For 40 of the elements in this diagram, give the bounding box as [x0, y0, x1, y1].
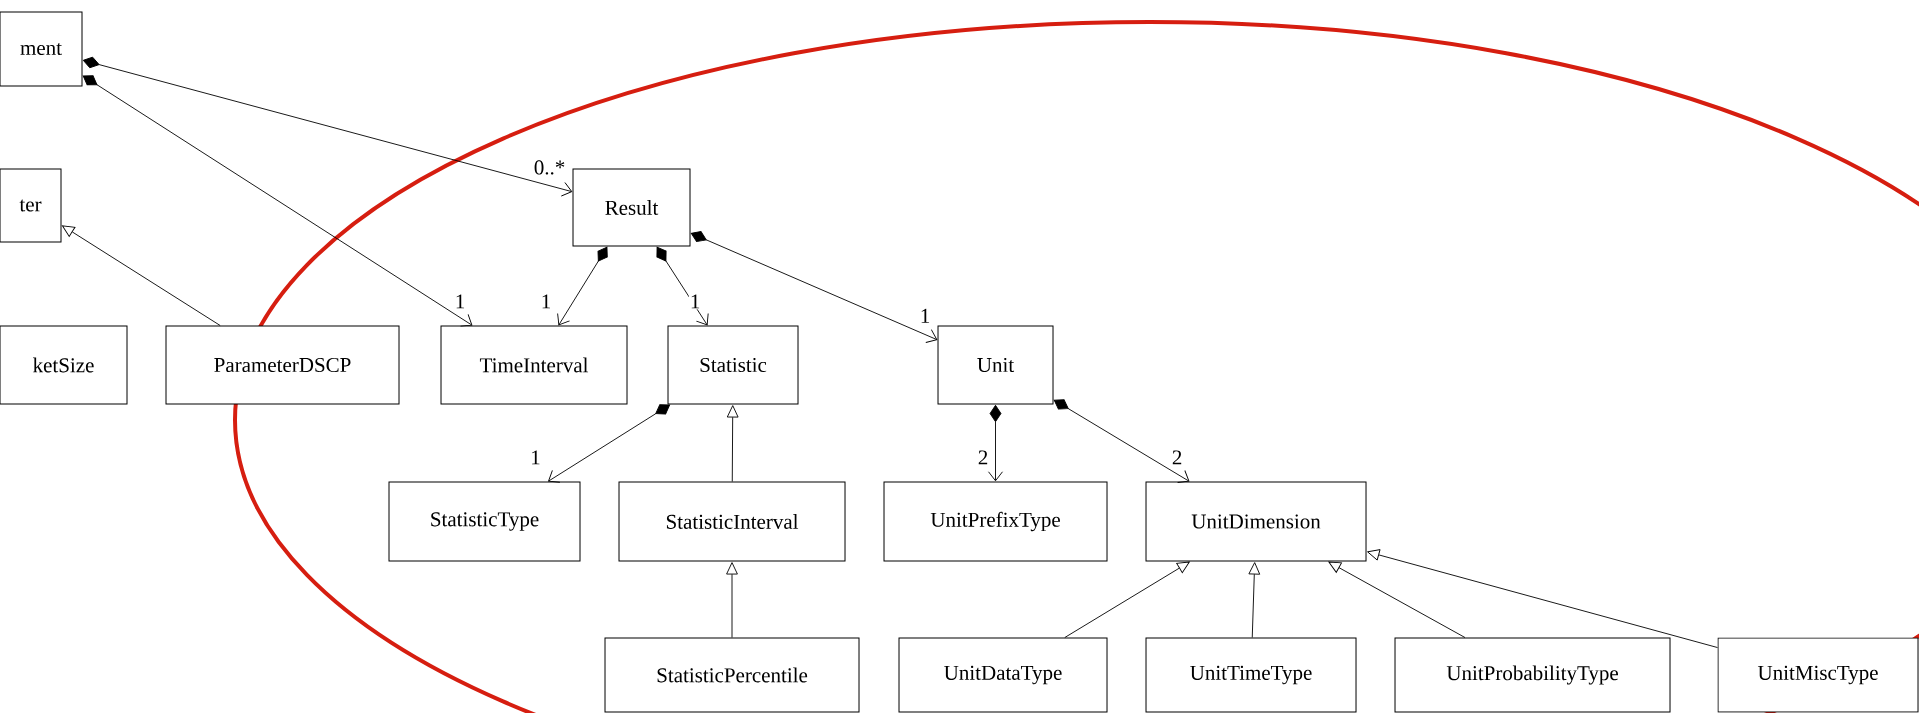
generalization-arrow [61, 225, 221, 326]
class-box: UnitPrefixType [883, 481, 1108, 562]
class-box: ment [0, 11, 83, 87]
composition-arrow [82, 75, 473, 327]
class-box: UnitMiscType [1717, 637, 1919, 713]
generalization-arrow [1367, 549, 1718, 648]
generalization-arrow [1248, 562, 1261, 638]
multiplicity-label: 0..* [532, 159, 567, 176]
composition-arrow [690, 231, 938, 343]
composition-arrow [548, 404, 671, 483]
class-box: Statistic [667, 325, 799, 405]
multiplicity-label: 2 [1170, 449, 1184, 466]
class-box: Result [572, 168, 691, 247]
generalization-arrow [726, 405, 739, 482]
generalization-arrow [1328, 561, 1466, 638]
class-box: ter [0, 168, 62, 243]
multiplicity-label: 1 [539, 293, 553, 310]
composition-arrow [1053, 399, 1190, 483]
class-box: ketSize [0, 325, 128, 405]
generalization-arrow [726, 562, 738, 638]
composition-arrow [988, 404, 1003, 482]
composition-arrow [82, 56, 573, 197]
composition-arrow [656, 246, 709, 326]
class-box: StatisticPercentile [604, 637, 860, 713]
multiplicity-label: 1 [688, 293, 702, 310]
class-box: StatisticType [388, 481, 581, 562]
multiplicity-label: 1 [529, 449, 542, 466]
composition-arrow [557, 246, 608, 326]
generalization-arrow [1064, 561, 1190, 638]
class-box: Unit [937, 325, 1054, 405]
multiplicity-label: 2 [976, 449, 990, 466]
multiplicity-label: 1 [918, 307, 932, 324]
multiplicity-label: 1 [453, 293, 467, 310]
class-box: UnitDataType [898, 637, 1108, 713]
class-box: TimeInterval [440, 325, 628, 405]
class-box: UnitTimeType [1145, 637, 1357, 713]
class-box: UnitDimension [1145, 481, 1367, 562]
class-box: ParameterDSCP [165, 325, 400, 405]
class-box: UnitProbabilityType [1394, 637, 1671, 713]
class-box: StatisticInterval [618, 481, 846, 562]
